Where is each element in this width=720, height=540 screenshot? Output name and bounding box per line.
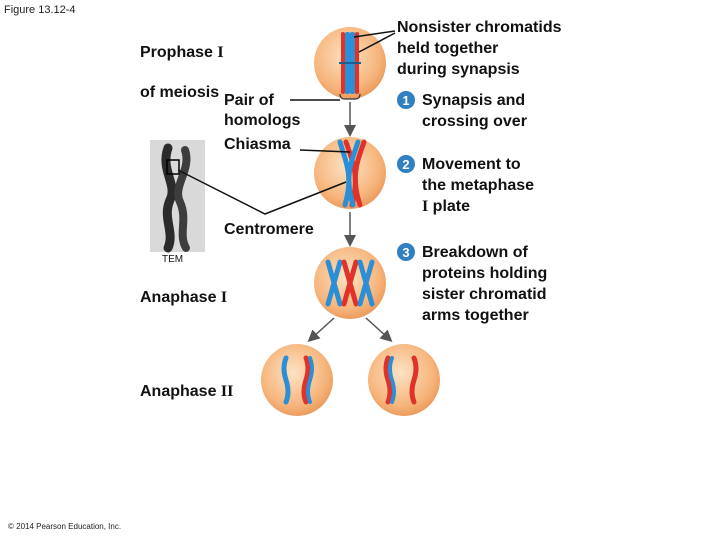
- step-1: 1 Synapsis and crossing over: [397, 90, 527, 132]
- step-number-badge: 1: [397, 91, 415, 109]
- step-text: Synapsis and crossing over: [422, 92, 527, 130]
- anaphase-2-label: Anaphase II: [140, 383, 234, 400]
- cell-crossing-over: [314, 137, 386, 209]
- step-number-badge: 3: [397, 243, 415, 261]
- step-text: Breakdown of proteins holding sister chr…: [422, 244, 548, 324]
- chiasma-leader: [299, 149, 351, 153]
- prophase-label: Prophase I of meiosis: [140, 44, 224, 101]
- tem-micrograph: [150, 140, 205, 253]
- nonsister-chromatids-label: Nonsister chromatids held together durin…: [397, 19, 562, 78]
- tem-label: TEM: [162, 254, 184, 265]
- chiasma-label: Chiasma: [224, 136, 291, 153]
- cell-prophase: [314, 27, 386, 100]
- copyright: © 2014 Pearson Education, Inc.: [8, 522, 122, 531]
- step-3: 3 Breakdown of proteins holding sister c…: [397, 242, 547, 326]
- cell-anaphase-1: [314, 247, 386, 319]
- figure-label: Figure 13.12-4: [4, 4, 76, 16]
- anaphase-1-label: Anaphase I: [140, 289, 228, 306]
- cell-anaphase-2-left: [261, 344, 333, 416]
- step-number-badge: 2: [397, 155, 415, 173]
- centromere-leader: [177, 169, 347, 215]
- pair-bracket: [339, 93, 361, 100]
- cell-anaphase-2-right: [368, 344, 440, 416]
- centromere-label: Centromere: [224, 221, 314, 238]
- pair-of-homologs-label: Pair of homologs: [224, 92, 301, 129]
- nonsister-leader-1: [353, 30, 396, 38]
- chiasma-box: [166, 159, 180, 175]
- nonsister-leader-2: [358, 32, 396, 53]
